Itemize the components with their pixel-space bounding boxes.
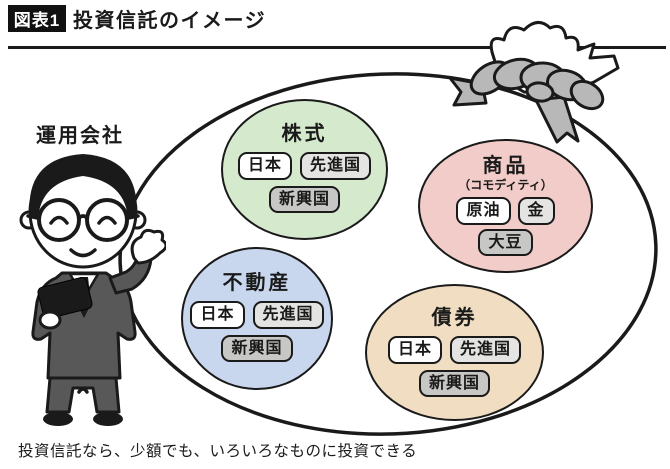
fund-bag-oval bbox=[118, 72, 658, 436]
gesturing-hand bbox=[130, 228, 166, 265]
asset-pill-list: 日本先進国新興国 bbox=[223, 152, 386, 214]
fund-manager-illustration bbox=[19, 154, 166, 426]
asset-ellipse-stocks: 株式 日本先進国新興国 bbox=[221, 99, 388, 240]
ribbon-bow-icon bbox=[448, 57, 605, 144]
asset-region-pill: 新興国 bbox=[418, 369, 490, 398]
asset-pill-row: 新興国 bbox=[367, 369, 542, 398]
asset-region-pill: 新興国 bbox=[221, 334, 293, 363]
asset-pill-list: 日本先進国新興国 bbox=[183, 301, 331, 363]
asset-region-pill: 金 bbox=[517, 197, 555, 225]
shoe-right bbox=[93, 412, 123, 426]
asset-title-commodities: 商品 bbox=[482, 155, 529, 177]
ribbon-tail-right bbox=[534, 95, 580, 144]
header-divider bbox=[8, 46, 666, 49]
asset-region-pill: 先進国 bbox=[300, 152, 372, 180]
asset-pill-row: 大豆 bbox=[420, 228, 591, 257]
asset-pill-row: 日本先進国 bbox=[223, 152, 386, 180]
shoe-left bbox=[43, 412, 73, 426]
asset-region-pill: 日本 bbox=[190, 301, 245, 329]
asset-pill-row: 新興国 bbox=[183, 334, 331, 363]
eye-right bbox=[97, 215, 117, 225]
asset-pill-row: 日本先進国 bbox=[183, 301, 331, 329]
asset-title-realestate: 不動産 bbox=[222, 272, 292, 294]
glasses-icon bbox=[26, 198, 140, 242]
asset-pill-list: 日本先進国新興国 bbox=[367, 336, 542, 398]
mouth bbox=[69, 248, 97, 258]
figure-number-badge: 図表1 bbox=[8, 5, 66, 32]
eye-left bbox=[49, 215, 69, 225]
asset-ellipse-commodities: 商品 （コモディティ） 原油金大豆 bbox=[418, 139, 593, 273]
asset-ellipse-realestate: 不動産 日本先進国新興国 bbox=[181, 247, 333, 390]
manager-company-label: 運用会社 bbox=[36, 125, 124, 147]
diagram-caption: 投資信託なら、少額でも、いろいろなものに投資できる bbox=[18, 443, 418, 460]
asset-pill-row: 新興国 bbox=[223, 185, 386, 214]
asset-pill-row: 日本先進国 bbox=[367, 336, 542, 364]
asset-region-pill: 先進国 bbox=[252, 301, 324, 329]
asset-region-pill: 日本 bbox=[237, 152, 292, 180]
hair bbox=[29, 154, 137, 220]
asset-region-pill: 日本 bbox=[387, 336, 442, 364]
page-title: 投資信託のイメージ bbox=[73, 10, 267, 32]
asset-ellipse-bonds: 債券 日本先進国新興国 bbox=[365, 284, 544, 421]
asset-title-stocks: 株式 bbox=[281, 123, 328, 145]
asset-pill-list: 原油金大豆 bbox=[420, 197, 591, 257]
holding-hand bbox=[38, 310, 62, 330]
ribbon-knot bbox=[525, 81, 555, 103]
asset-region-pill: 原油 bbox=[456, 197, 511, 225]
asset-pill-row: 原油金 bbox=[420, 197, 591, 225]
asset-region-pill: 先進国 bbox=[450, 336, 522, 364]
asset-region-pill: 大豆 bbox=[478, 228, 533, 257]
asset-title-bonds: 債券 bbox=[431, 307, 478, 329]
asset-region-pill: 新興国 bbox=[268, 185, 340, 214]
notebook-icon bbox=[37, 276, 93, 320]
asset-subtitle-commodities: （コモディティ） bbox=[458, 178, 553, 192]
